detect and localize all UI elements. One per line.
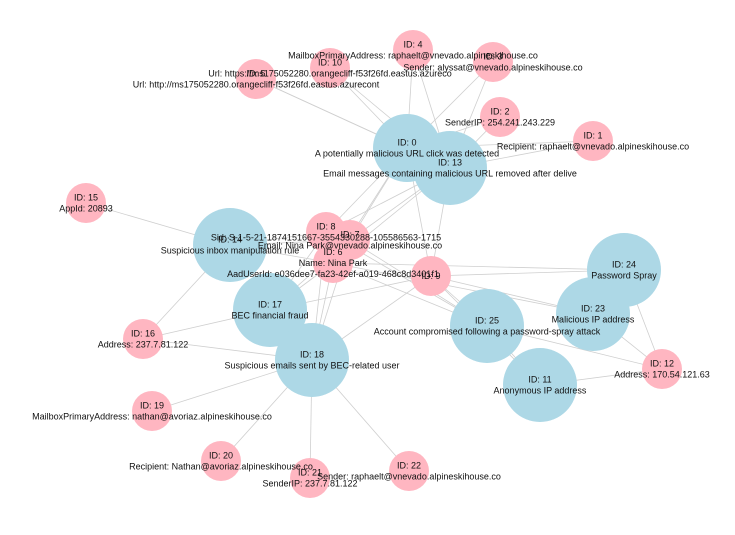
node-3-entity[interactable]	[473, 42, 513, 82]
node-22-entity[interactable]	[389, 451, 429, 491]
node-12-entity[interactable]	[642, 349, 682, 389]
node-18-alert[interactable]	[275, 323, 349, 397]
node-11-alert[interactable]	[503, 348, 577, 422]
node-25-alert[interactable]	[450, 289, 524, 363]
node-19-entity[interactable]	[132, 391, 172, 431]
node-8-entity[interactable]	[306, 212, 346, 252]
node-20-entity[interactable]	[201, 441, 241, 481]
edge-24-6	[332, 262, 625, 271]
node-17-alert[interactable]	[233, 273, 307, 347]
edge-23-6	[332, 262, 594, 315]
node-14-alert[interactable]	[193, 208, 267, 282]
node-5-entity[interactable]	[236, 59, 276, 99]
node-21-entity[interactable]	[290, 458, 330, 498]
node-24-alert[interactable]	[587, 233, 661, 307]
node-9-entity[interactable]	[411, 256, 451, 296]
node-15-entity[interactable]	[66, 183, 106, 223]
node-10-entity[interactable]	[310, 48, 350, 88]
node-16-entity[interactable]	[123, 319, 163, 359]
node-13-alert[interactable]	[413, 131, 487, 205]
node-2-entity[interactable]	[480, 97, 520, 137]
node-1-entity[interactable]	[573, 121, 613, 161]
node-9-label: ID: 9	[421, 271, 440, 281]
node-4-entity[interactable]	[393, 30, 433, 70]
